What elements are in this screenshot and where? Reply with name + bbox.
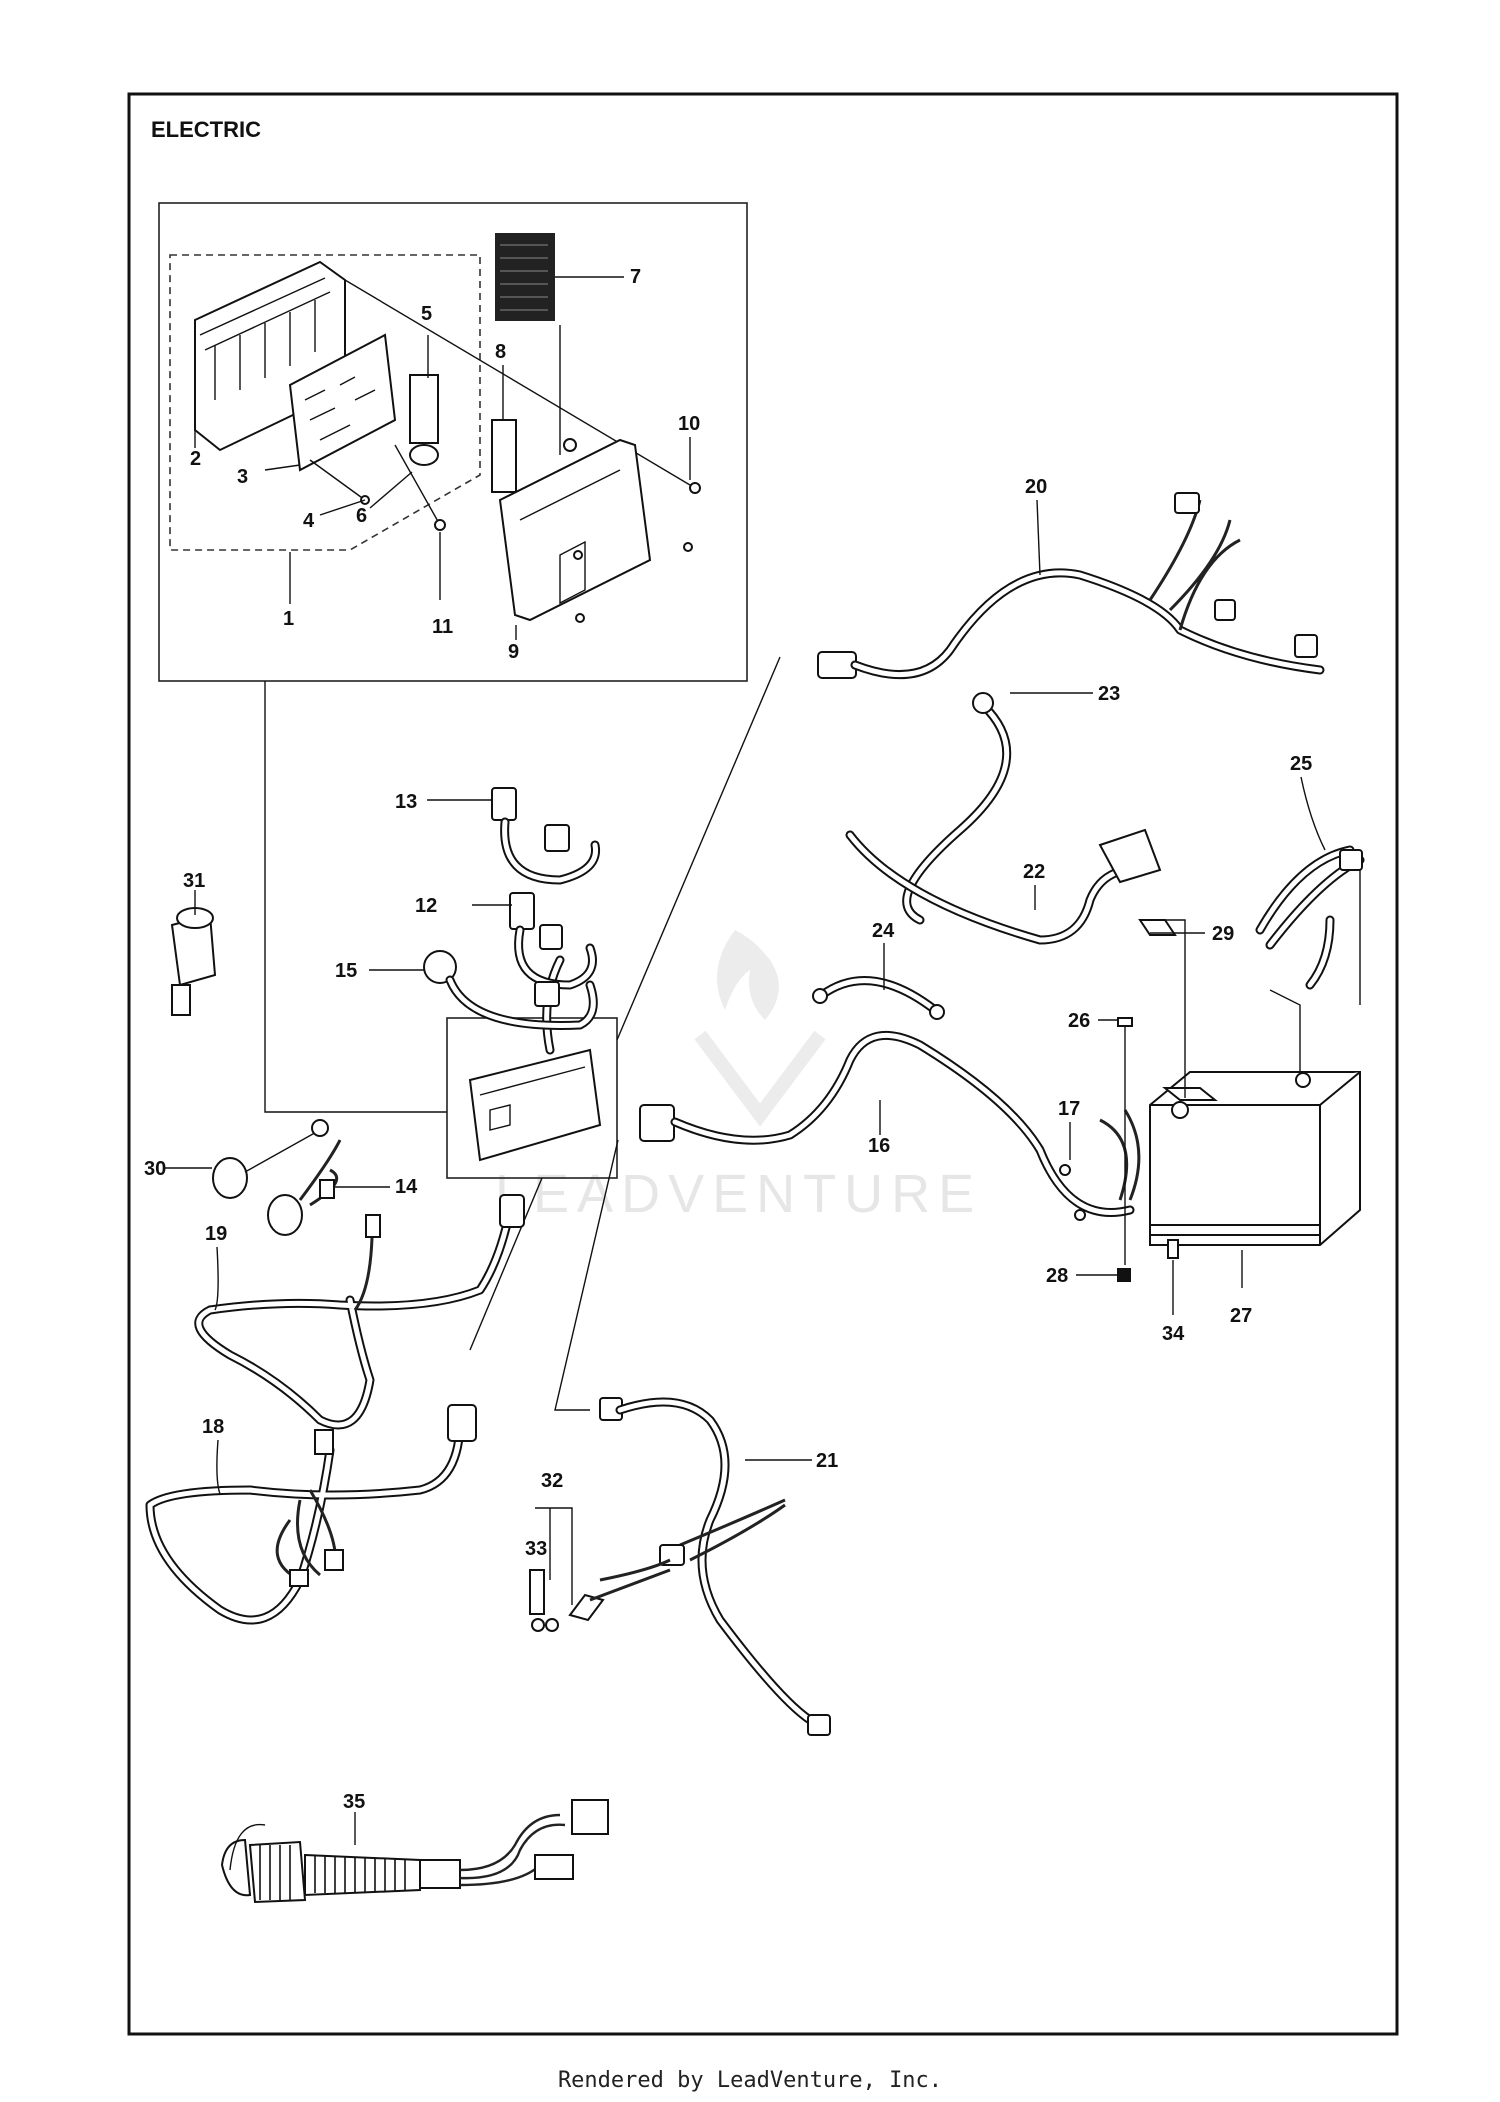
harness-part-16 bbox=[639, 1017, 1141, 1282]
label-sheet-part-7 bbox=[495, 233, 555, 321]
diagram-title: ELECTRIC bbox=[151, 117, 261, 142]
ecu-exploded-view bbox=[158, 202, 748, 682]
ecu-detail-box bbox=[158, 202, 748, 682]
callout-28: 28 bbox=[1046, 1265, 1068, 1287]
callout-25: 25 bbox=[1290, 753, 1312, 775]
callout-1: 1 bbox=[283, 608, 294, 630]
callout-3: 3 bbox=[237, 466, 248, 488]
callout-22: 22 bbox=[1023, 861, 1045, 883]
callout-19: 19 bbox=[205, 1223, 227, 1245]
callout-leaders bbox=[165, 276, 1326, 1845]
leader-lines bbox=[264, 656, 781, 1411]
callout-15: 15 bbox=[335, 960, 357, 982]
harness-part-19 bbox=[194, 1194, 525, 1430]
callout-16: 16 bbox=[868, 1135, 890, 1157]
callout-35: 35 bbox=[343, 1791, 365, 1813]
callout-27: 27 bbox=[1230, 1305, 1252, 1327]
ignition-switch-part-31 bbox=[170, 907, 217, 1016]
sensor-part-32-33 bbox=[529, 1507, 671, 1632]
callout-21: 21 bbox=[816, 1450, 838, 1472]
assembly-1-dashed-outline bbox=[169, 254, 481, 551]
callout-23: 23 bbox=[1098, 683, 1120, 705]
callout-33: 33 bbox=[525, 1538, 547, 1560]
watermark: LEADVENTURE bbox=[495, 930, 982, 1224]
connector-harness-13-12-15 bbox=[423, 787, 601, 1030]
callout-4: 4 bbox=[303, 510, 315, 532]
callout-labels: 1 2 3 4 5 6 7 8 9 10 11 12 13 14 15 16 1… bbox=[144, 266, 1312, 1813]
callout-6: 6 bbox=[356, 505, 367, 527]
callout-26: 26 bbox=[1068, 1010, 1090, 1032]
callout-13: 13 bbox=[395, 791, 417, 813]
ground-cable-part-24 bbox=[812, 976, 945, 1020]
harness-part-18 bbox=[145, 1404, 477, 1625]
callout-29: 29 bbox=[1212, 923, 1234, 945]
ecu-cover-part-9 bbox=[498, 438, 652, 622]
ecu-installed-box bbox=[446, 1017, 618, 1179]
callout-30: 30 bbox=[144, 1158, 166, 1180]
nut-part-28 bbox=[1117, 1268, 1131, 1282]
callout-20: 20 bbox=[1025, 476, 1047, 498]
callout-18: 18 bbox=[202, 1416, 224, 1438]
footer-credit: Rendered by LeadVenture, Inc. bbox=[557, 2068, 943, 2093]
harness-part-22 bbox=[845, 692, 1177, 945]
battery-cable-part-25 bbox=[1255, 845, 1365, 990]
terminal-part-34 bbox=[1167, 1239, 1179, 1315]
circuit-board bbox=[288, 333, 397, 472]
harness-part-35 bbox=[220, 1799, 609, 1904]
callout-2: 2 bbox=[190, 448, 201, 470]
callout-31: 31 bbox=[183, 870, 205, 892]
callout-10: 10 bbox=[678, 413, 700, 435]
washer-part-6 bbox=[408, 444, 440, 466]
harness-part-21 bbox=[599, 1397, 831, 1736]
harness-part-20 bbox=[817, 492, 1325, 680]
callout-24: 24 bbox=[872, 920, 895, 942]
callout-17: 17 bbox=[1058, 1098, 1080, 1120]
callout-9: 9 bbox=[508, 641, 519, 663]
callout-8: 8 bbox=[495, 341, 506, 363]
callout-5: 5 bbox=[421, 303, 432, 325]
callout-11: 11 bbox=[432, 616, 453, 638]
battery-part-27 bbox=[1140, 870, 1361, 1246]
outer-frame bbox=[127, 92, 1399, 2036]
callout-7: 7 bbox=[630, 266, 641, 288]
callout-12: 12 bbox=[415, 895, 437, 917]
callout-32: 32 bbox=[541, 1470, 563, 1492]
watermark-text: LEADVENTURE bbox=[495, 1164, 982, 1224]
callout-14: 14 bbox=[395, 1176, 418, 1198]
fuse-part-5 bbox=[409, 374, 439, 444]
callout-34: 34 bbox=[1162, 1323, 1185, 1345]
knobs-part-30-14 bbox=[212, 1119, 342, 1236]
foam-pad-part-8 bbox=[491, 419, 517, 493]
